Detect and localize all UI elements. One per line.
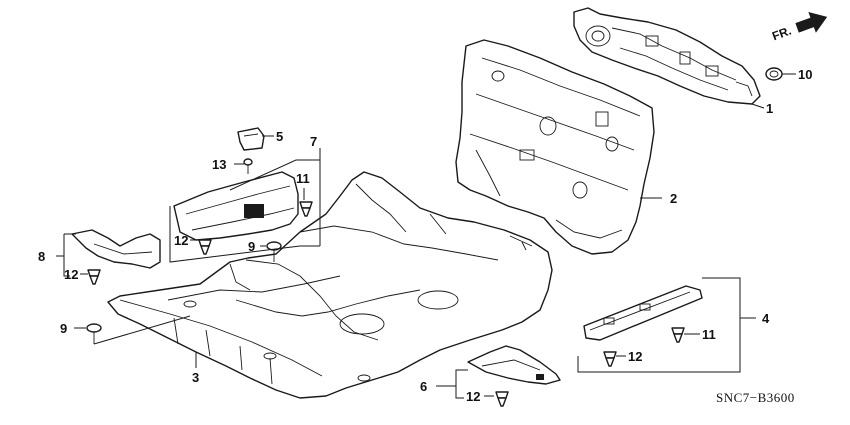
clip-9-b [86, 323, 102, 344]
part-2-dashboard-insulator [455, 39, 655, 255]
callout-12-d: 12 [466, 389, 480, 404]
callout-4: 4 [762, 311, 770, 326]
callout-12-b: 12 [64, 267, 78, 282]
part-5-clip [237, 127, 265, 151]
callout-2: 2 [670, 191, 677, 206]
front-direction-indicator: FR. [770, 12, 828, 44]
bracket-4 [577, 277, 756, 373]
part-6-rear-floor-piece [467, 345, 561, 385]
leader-1 [751, 103, 765, 109]
bracket-8 [56, 233, 76, 277]
clip-12-a [198, 239, 212, 255]
clip-12-c [603, 351, 617, 367]
callout-9-a: 9 [248, 239, 255, 254]
bracket-6 [436, 369, 468, 399]
callout-3: 3 [192, 370, 199, 385]
callout-5: 5 [276, 129, 283, 144]
arrow-right-icon [795, 12, 828, 33]
part-10-grommet [765, 67, 783, 81]
part-1-dashboard-insulator-upper [573, 7, 761, 105]
part-8-side-panel [71, 229, 161, 269]
screw-13 [243, 158, 253, 174]
callout-13: 13 [212, 157, 226, 172]
clip-11-a [299, 201, 313, 217]
part-4-side-trim [583, 285, 703, 341]
part-7-cover-assembly [173, 171, 299, 241]
callout-7: 7 [310, 134, 317, 149]
callout-11-a: 11 [296, 171, 310, 186]
clip-12-d [495, 391, 509, 407]
callout-12-a: 12 [174, 233, 188, 248]
leader-9b [74, 315, 191, 345]
clip-9-a [266, 241, 282, 262]
callout-1: 1 [766, 101, 773, 116]
part-3-floor-carpet [107, 171, 553, 399]
callout-11-b: 11 [702, 327, 716, 342]
callout-10: 10 [798, 67, 812, 82]
callout-12-c: 12 [628, 349, 642, 364]
callout-6: 6 [420, 379, 427, 394]
callout-9-b: 9 [60, 321, 67, 336]
direction-label: FR. [770, 24, 793, 44]
diagram-code: SNC7−B3600 [716, 390, 795, 405]
callout-8: 8 [38, 249, 45, 264]
clip-11-b [671, 327, 685, 343]
clip-12-b [87, 269, 101, 285]
